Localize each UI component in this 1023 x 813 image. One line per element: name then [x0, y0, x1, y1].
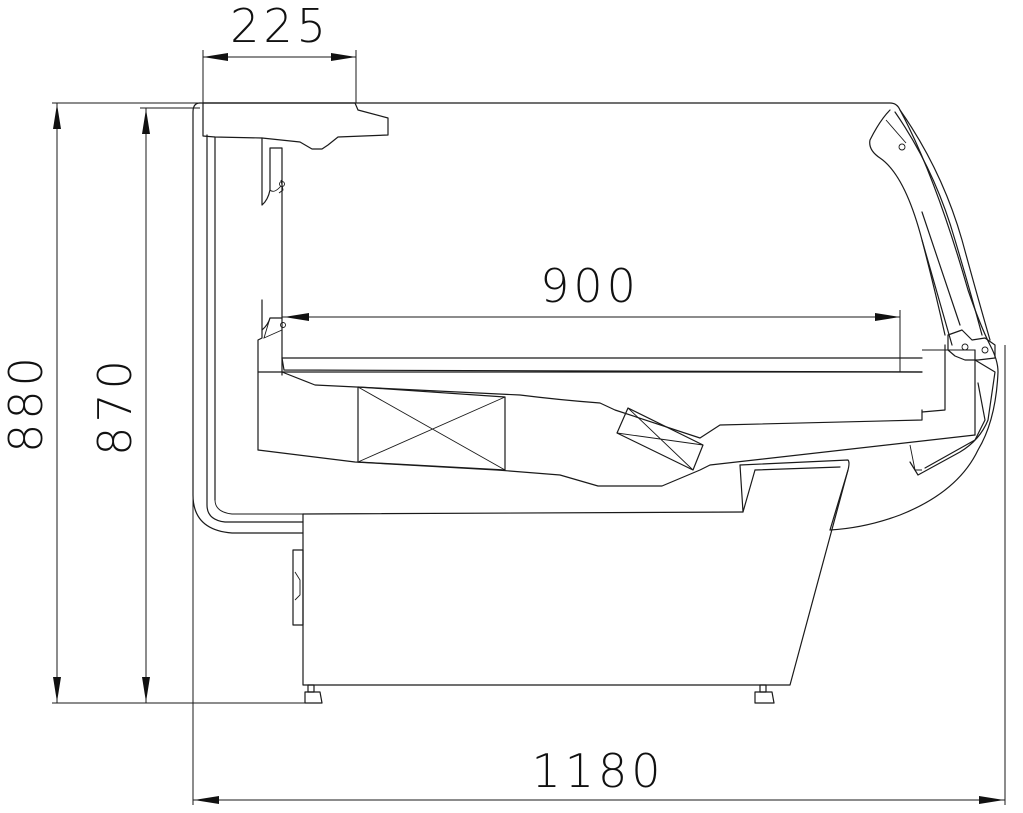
- dimension-label-inner-width: 900: [540, 259, 640, 313]
- dimension-inner-width: [282, 310, 901, 372]
- dimension-label-inner-height: 870: [88, 356, 142, 456]
- front-lower-panel: [739, 359, 996, 531]
- front-glass: [869, 109, 996, 436]
- dimension-total-height: [52, 102, 305, 704]
- dimension-total-width: [192, 345, 1006, 805]
- adjustable-foot-rear: [304, 684, 323, 704]
- dimension-label-top-depth: 225: [230, 0, 330, 53]
- dimension-top-depth: [202, 50, 357, 103]
- rear-wall: [214, 136, 286, 501]
- product-box-large: [357, 386, 506, 471]
- adjustable-foot-front: [754, 684, 775, 704]
- dimension-label-total-width: 1180: [531, 744, 664, 798]
- product-box-small: [616, 407, 704, 471]
- dimension-label-total-height: 880: [0, 353, 53, 453]
- display-deck: [257, 349, 976, 487]
- top-shelf: [202, 102, 389, 150]
- base-compartment: [292, 469, 849, 686]
- dimension-inner-height: [140, 107, 200, 703]
